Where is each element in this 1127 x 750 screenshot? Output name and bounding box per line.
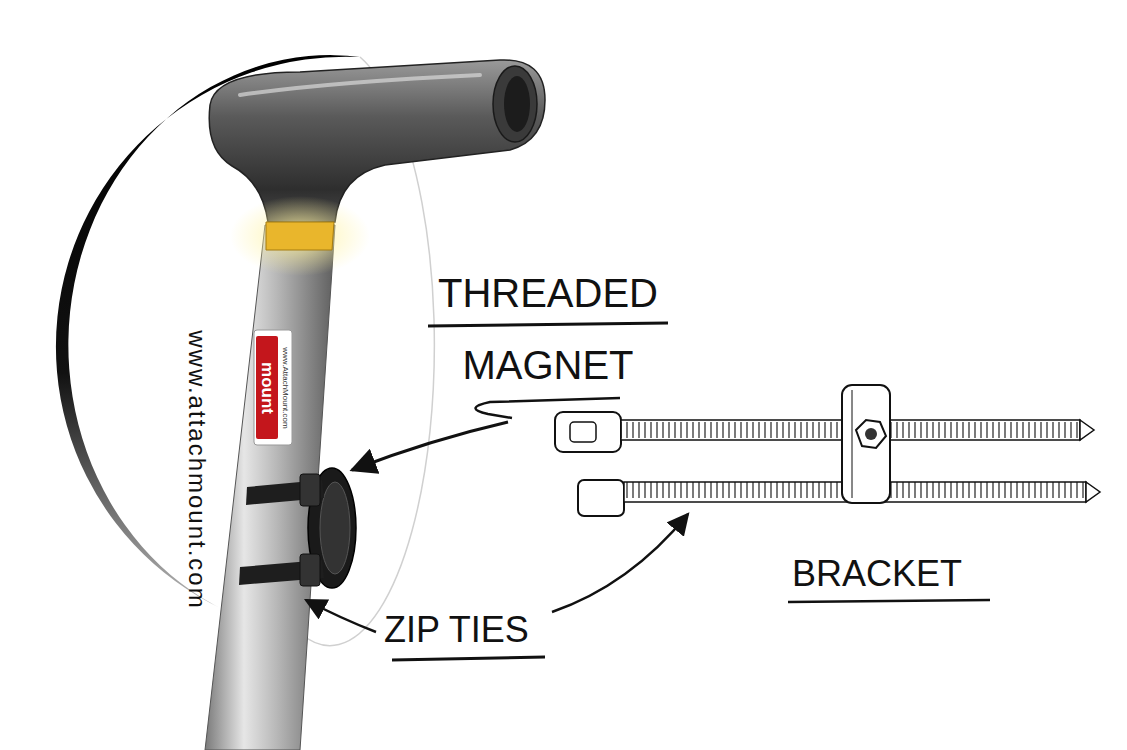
handle-end-cap (493, 66, 537, 142)
sticker-red (256, 336, 278, 439)
watermark-url: www.attachmount.com (185, 330, 209, 609)
bracket-hole (865, 428, 877, 440)
handle-end-hole (504, 76, 530, 132)
ring-glow (230, 196, 370, 276)
leader-arrow (552, 514, 688, 612)
part-label: THREADED MAGNET (398, 257, 698, 401)
tie-tip (1080, 420, 1094, 440)
tie-tip (1086, 482, 1100, 502)
sticker-url: www.AttachMount.com (281, 347, 289, 428)
leader-arrow (352, 422, 508, 470)
gold-ring (266, 222, 334, 250)
tie-head (555, 412, 621, 452)
tie-slot (570, 422, 596, 442)
leader-arrow (306, 600, 376, 632)
tie-head (578, 480, 624, 516)
zip-tie-buckle (300, 474, 320, 506)
part-label: BRACKET (792, 552, 962, 595)
sticker-backing (254, 330, 292, 445)
part-label: ZIP TIES (384, 608, 529, 651)
underline (392, 657, 545, 660)
bracket-nut (856, 420, 886, 448)
underline (428, 323, 668, 326)
handle-highlight (240, 75, 480, 95)
cane-handle (209, 60, 545, 222)
zip-tie-buckle (300, 554, 320, 586)
bracket-edge (852, 390, 853, 498)
cane-shaft (205, 225, 335, 750)
magnet-face (320, 482, 350, 574)
underline (788, 600, 990, 602)
bracket-body (842, 385, 890, 503)
underline-squiggle (475, 398, 620, 418)
sticker-logo: mount (259, 362, 276, 414)
